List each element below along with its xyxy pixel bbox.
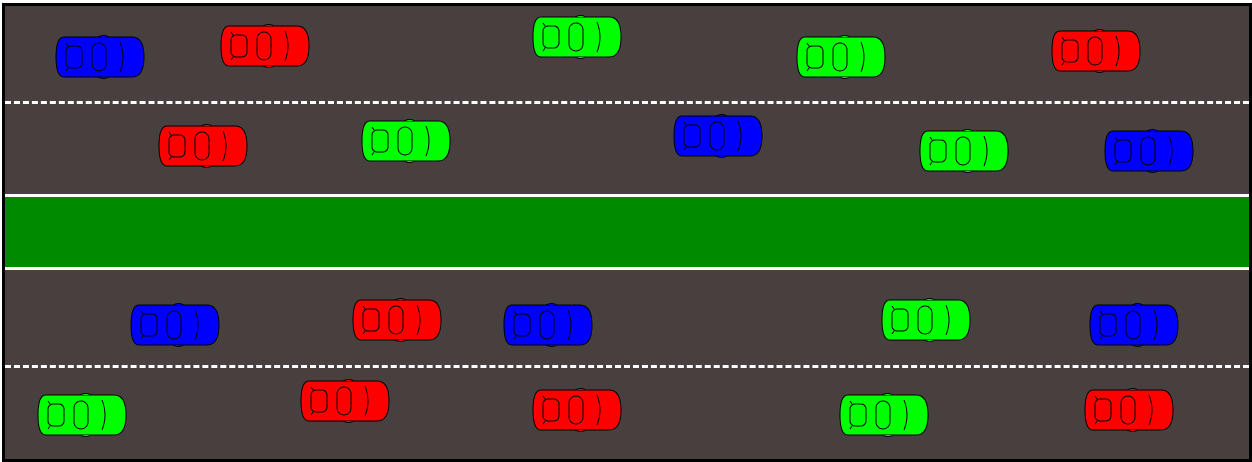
green-car-7 [361, 119, 451, 163]
red-car-20 [1084, 388, 1174, 432]
red-car-2 [220, 24, 310, 68]
green-car-14 [881, 298, 971, 342]
red-car-12 [352, 298, 442, 342]
red-car-6 [158, 124, 248, 168]
red-car-17 [300, 379, 390, 423]
blue-car-10 [1104, 129, 1194, 173]
blue-car-1 [55, 35, 145, 79]
green-car-16 [37, 393, 127, 437]
blue-car-13 [503, 303, 593, 347]
green-car-19 [839, 393, 929, 437]
blue-car-11 [130, 303, 220, 347]
red-car-5 [1051, 29, 1141, 73]
green-car-9 [919, 129, 1009, 173]
red-car-18 [532, 388, 622, 432]
upper-lane-divider [5, 101, 1249, 104]
blue-car-15 [1089, 303, 1179, 347]
green-car-4 [796, 35, 886, 79]
blue-car-8 [673, 114, 763, 158]
lower-lane-divider [5, 365, 1249, 368]
grass-median [5, 194, 1249, 270]
green-car-3 [532, 15, 622, 59]
lower-roadway [5, 270, 1249, 459]
